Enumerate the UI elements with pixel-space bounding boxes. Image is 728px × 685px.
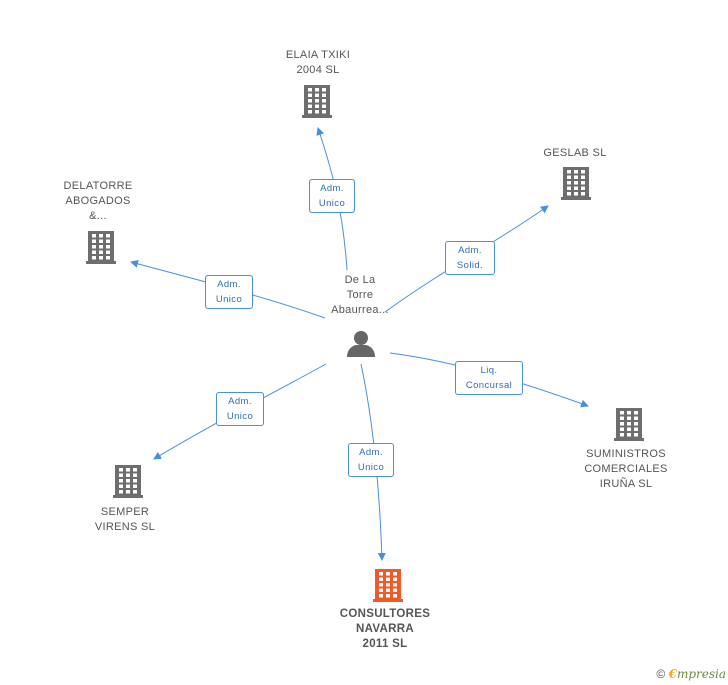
edge-label-geslab[interactable]: Adm. Solid. [445, 241, 495, 275]
company-label-delatorre[interactable]: DELATORRE ABOGADOS &... [48, 179, 148, 224]
edge-label-line2: Unico [318, 198, 346, 209]
company-line3: 2011 SL [362, 638, 408, 650]
company-line1: GESLAB SL [543, 147, 607, 159]
edge-label-line2: Unico [215, 294, 243, 305]
edge-label-line1: Adm. [359, 447, 383, 458]
edge-label-line2: Concursal [465, 380, 513, 391]
company-label-suministros[interactable]: SUMINISTROS COMERCIALES IRUÑA SL [576, 447, 676, 492]
company-label-semper[interactable]: SEMPER VIRENS SL [75, 505, 175, 535]
company-label-elaia[interactable]: ELAIA TXIKI 2004 SL [268, 48, 368, 78]
person-name-label[interactable]: De La Torre Abaurrea... [310, 273, 410, 318]
empresia-logo: €mpresia [669, 667, 726, 681]
person-name-line2: Torre [346, 289, 374, 301]
building-icon-semper[interactable] [113, 465, 143, 498]
building-icon-consultores[interactable] [373, 569, 403, 602]
footer-brand[interactable]: © €mpresia [656, 667, 726, 681]
copyright-symbol: © [656, 667, 666, 681]
edge-label-elaia[interactable]: Adm. Unico [309, 179, 355, 213]
company-line2: COMERCIALES [584, 463, 668, 475]
edge-label-semper[interactable]: Adm. Unico [216, 392, 264, 426]
building-icon-elaia[interactable] [302, 85, 332, 118]
person-name-line1: De La [344, 274, 376, 286]
building-icon-suministros[interactable] [614, 408, 644, 441]
edge-label-line1: Adm. [228, 396, 252, 407]
empresia-logo-e: € [668, 667, 677, 681]
edge-label-suministros[interactable]: Liq. Concursal [455, 361, 523, 395]
company-line2: VIRENS SL [94, 521, 156, 533]
empresia-logo-text: mpresia [676, 667, 726, 681]
company-line3: IRUÑA SL [599, 478, 653, 490]
edge-label-line1: Adm. [217, 279, 241, 290]
company-label-consultores[interactable]: CONSULTORES NAVARRA 2011 SL [335, 607, 435, 652]
edge-label-line1: Adm. [320, 183, 344, 194]
edge-label-line2: Unico [357, 462, 385, 473]
company-line1: ELAIA TXIKI [285, 49, 351, 61]
edge-label-line1: Adm. [458, 245, 482, 256]
company-line2: ABOGADOS [65, 195, 131, 207]
company-line1: CONSULTORES [339, 608, 431, 620]
edge-label-consultores[interactable]: Adm. Unico [348, 443, 394, 477]
person-name-line3: Abaurrea... [331, 304, 389, 316]
company-line3: &... [89, 210, 107, 222]
company-line1: SEMPER [100, 506, 150, 518]
building-icon-geslab[interactable] [561, 167, 591, 200]
company-line2: 2004 SL [296, 64, 340, 76]
edge-label-line2: Unico [226, 411, 254, 422]
company-line1: SUMINISTROS [586, 448, 666, 460]
company-line1: DELATORRE [63, 180, 133, 192]
company-line2: NAVARRA [356, 623, 414, 635]
edge-label-delatorre[interactable]: Adm. Unico [205, 275, 253, 309]
building-icon-delatorre[interactable] [86, 231, 116, 264]
company-label-geslab[interactable]: GESLAB SL [525, 146, 625, 161]
edge-label-line2: Solid. [456, 260, 484, 271]
edge-label-line1: Liq. [480, 365, 498, 376]
person-icon[interactable] [347, 331, 375, 357]
